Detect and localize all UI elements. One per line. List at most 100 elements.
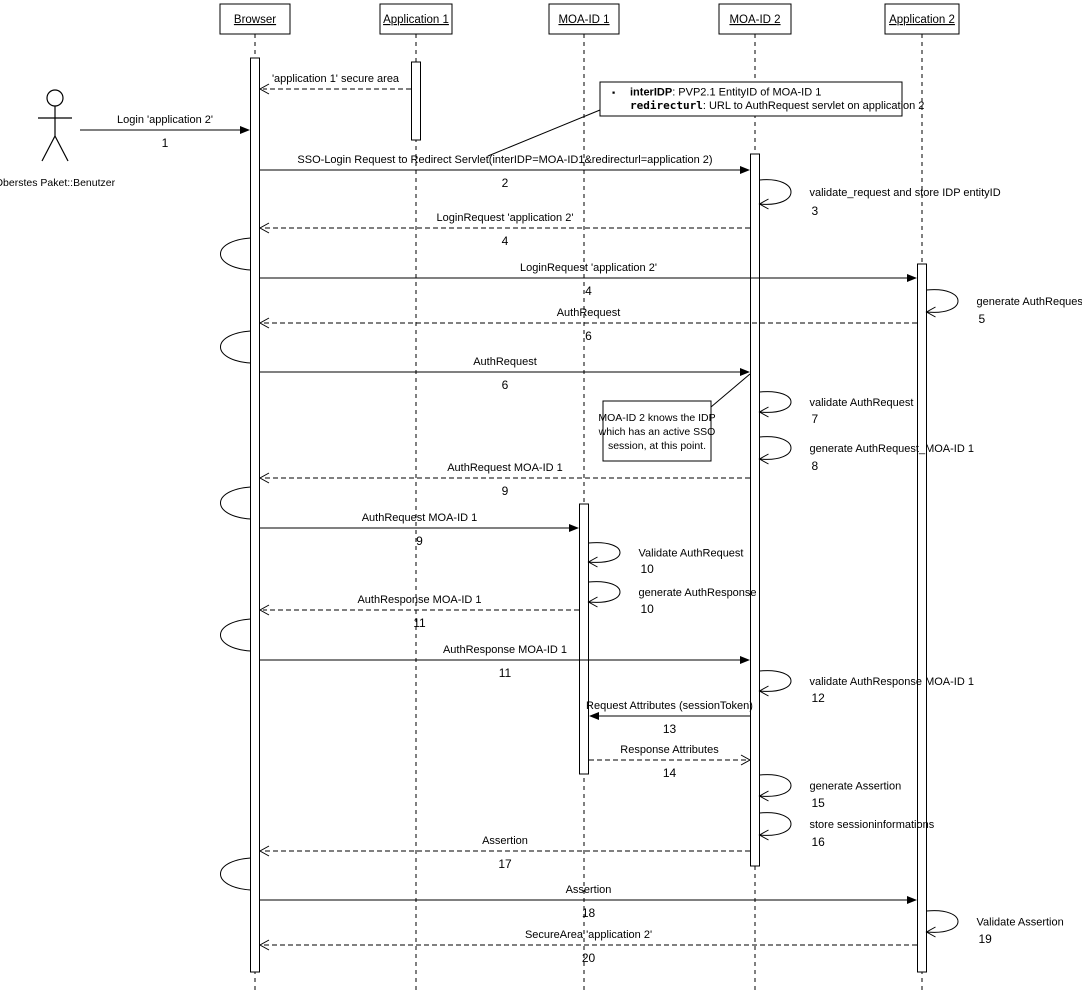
note-text: session, at this point. [608,440,706,452]
self-message-number: 7 [812,412,819,426]
message-number: 2 [502,176,509,190]
message-arrowhead [907,896,917,904]
self-message-arc [759,179,792,205]
note-pointer-line [487,109,601,157]
self-message-label: generate AuthRequest_MOA-ID 1 [810,443,974,455]
browser-redirect-arc [220,330,251,364]
message-label: Login 'application 2' [117,114,213,126]
message-arrowhead [740,166,750,174]
activation-bar-app1 [411,61,421,141]
message-arrowhead [258,604,270,616]
message-number: 9 [502,484,509,498]
message-arrowhead [569,524,579,532]
self-message-arrowhead [758,453,769,465]
message-arrowhead [740,754,752,766]
message-arrowhead [907,274,917,282]
self-message-label: validate AuthResponse MOA-ID 1 [810,676,974,688]
message-label: LoginRequest 'application 2' [437,212,574,224]
self-message-number: 10 [641,602,655,616]
message-number: 20 [582,951,596,965]
note-text: interIDP: PVP2.1 EntityID of MOA-ID 1 [630,87,821,99]
message-arrowhead [258,317,270,329]
browser-redirect-arc [220,618,251,652]
lifeline-header-moaid2 [718,3,792,35]
note-text: which has an active SSO [598,426,716,438]
message-label: Assertion [482,835,528,847]
message-label: AuthRequest MOA-ID 1 [447,462,563,474]
message-number: 6 [585,329,592,343]
lifeline-header-app1 [379,3,453,35]
message-label: Request Attributes (sessionToken) [586,700,753,712]
self-message-label: validate_request and store IDP entityID [810,187,1001,199]
self-message-arc [759,436,792,460]
message-label: LoginRequest 'application 2' [520,262,657,274]
message-label: SecureArea 'application 2' [525,929,652,941]
message-number: 17 [498,857,512,871]
message-arrowhead [258,83,270,95]
message-label: SSO-Login Request to Redirect Servlet(in… [297,154,712,166]
self-message-arc [759,670,792,692]
self-message-number: 8 [812,459,819,473]
self-message-arc [759,391,792,413]
message-label: 'application 1' secure area [272,73,400,85]
message-label: AuthRequest [473,356,537,368]
message-arrowhead [258,939,270,951]
message-number: 6 [502,378,509,392]
actor-leg-right [54,135,69,162]
message-number: 4 [502,234,509,248]
message-label: AuthRequest [557,307,621,319]
note-box [599,81,903,117]
message-arrowhead [740,368,750,376]
note-text: MOA-ID 2 knows the IDP [598,412,715,424]
activation-bar-app2 [917,263,927,973]
activation-bar-moaid2 [750,153,760,867]
message-number: 1 [162,136,169,150]
lifeline-label-app2: Application 2 [889,14,955,26]
message-arrowhead [589,712,599,720]
self-message-arrowhead [758,685,769,697]
lifeline-header-moaid1 [548,3,620,35]
message-label: AuthResponse MOA-ID 1 [357,594,481,606]
self-message-arc [759,774,792,797]
self-message-label: generate AuthResponse [639,587,757,599]
lifeline-label-browser: Browser [234,14,276,26]
self-message-arc [588,542,621,563]
lifeline-header-app2 [884,3,960,35]
lifeline-header-browser [219,3,291,35]
activation-bar-moaid1 [579,503,589,775]
self-message-number: 16 [812,835,826,849]
self-message-number: 19 [979,932,993,946]
message-number: 18 [582,906,596,920]
self-message-arc [926,289,959,313]
message-number: 13 [663,722,677,736]
activation-bar-browser [250,57,260,973]
self-message-arrowhead [758,406,769,418]
message-number: 9 [416,534,423,548]
self-message-label: store sessioninformations [810,819,935,831]
message-number: 11 [499,666,512,680]
note-bullet-icon: ▪ [612,88,615,98]
self-message-arc [926,910,959,933]
message-label: Assertion [566,884,612,896]
message-arrowhead [240,126,250,134]
message-number: 4 [585,284,592,298]
message-arrowhead [258,845,270,857]
actor-label: Oberstes Paket::Benutzer [0,177,116,189]
self-message-number: 15 [812,796,826,810]
self-message-arrowhead [925,926,936,938]
self-message-arc [588,581,621,603]
self-message-arrowhead [758,790,769,802]
message-label: Response Attributes [620,744,719,756]
self-message-arrowhead [587,556,598,568]
self-message-number: 3 [812,204,819,218]
self-message-arrowhead [925,306,936,318]
self-message-label: generate Assertion [810,781,902,793]
self-message-number: 5 [979,312,986,326]
lifeline-label-moaid1: MOA-ID 1 [558,14,609,26]
note-pointer-line [710,373,751,408]
self-message-label: Validate AuthRequest [639,548,744,560]
self-message-label: validate AuthRequest [810,397,914,409]
self-message-arrowhead [758,829,769,841]
